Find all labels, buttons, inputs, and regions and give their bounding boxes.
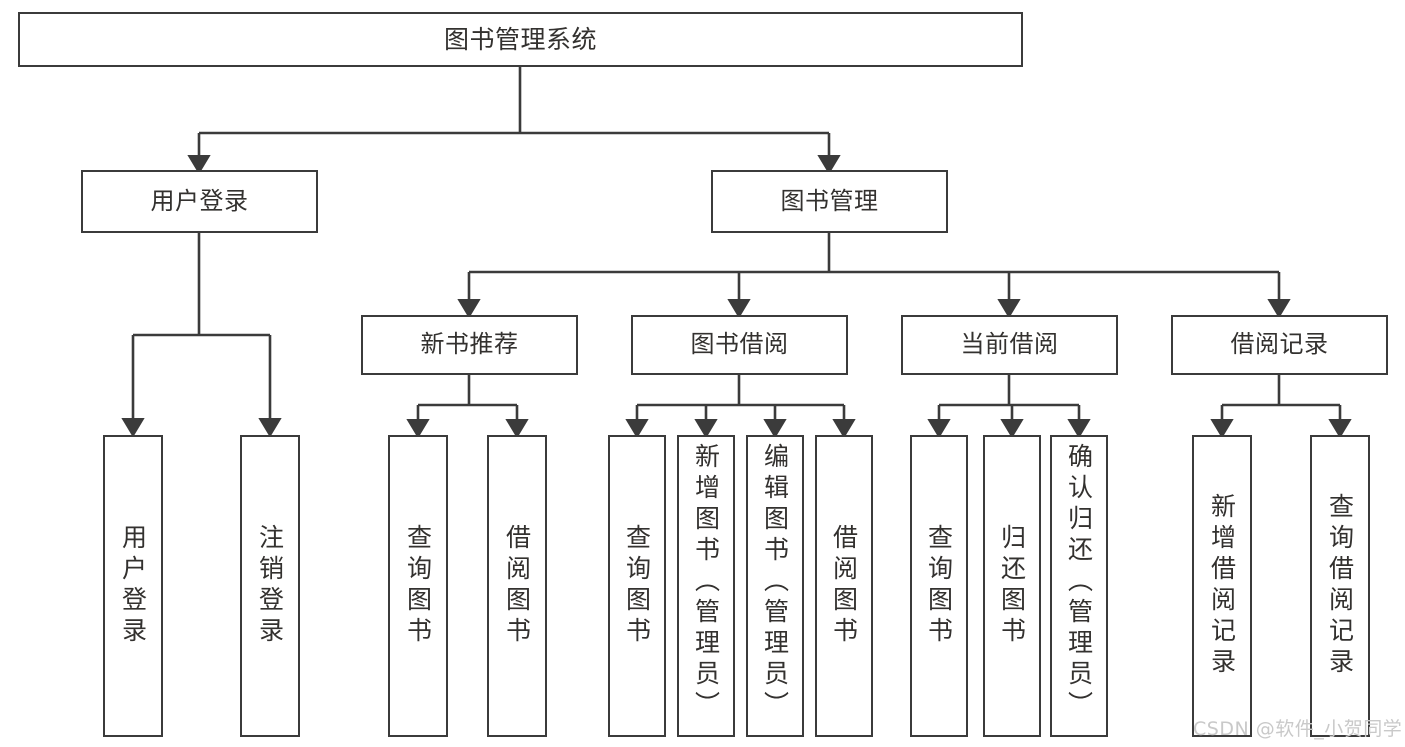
node-root-book-management-system[interactable]: 图书管理系统 [18, 12, 1023, 67]
node-leaf-add-book-admin-label: 新增图书（管理员） [691, 443, 721, 722]
node-leaf-edit-book-admin-label: 编辑图书（管理员） [760, 443, 790, 722]
node-book-borrow-label: 图书借阅 [690, 330, 789, 359]
node-leaf-borrow-book-2-label: 借阅图书 [829, 524, 859, 648]
node-leaf-return-book[interactable]: 归还图书 [983, 435, 1041, 737]
node-user-login[interactable]: 用户登录 [81, 170, 318, 233]
node-leaf-user-login[interactable]: 用户登录 [103, 435, 163, 737]
node-book-borrow[interactable]: 图书借阅 [631, 315, 848, 375]
node-new-book-recommend[interactable]: 新书推荐 [361, 315, 578, 375]
node-leaf-query-book-1-label: 查询图书 [403, 524, 433, 648]
node-leaf-add-borrow-record-label: 新增借阅记录 [1207, 493, 1237, 679]
node-leaf-add-book-admin[interactable]: 新增图书（管理员） [677, 435, 735, 737]
node-leaf-confirm-return-admin[interactable]: 确认归还（管理员） [1050, 435, 1108, 737]
csdn-watermark: CSDN @软件_小贺同学 [1193, 718, 1403, 740]
node-leaf-query-book-1[interactable]: 查询图书 [388, 435, 448, 737]
node-leaf-query-borrow-record[interactable]: 查询借阅记录 [1310, 435, 1370, 737]
node-leaf-user-logout[interactable]: 注销登录 [240, 435, 300, 737]
node-leaf-query-book-2-label: 查询图书 [622, 524, 652, 648]
node-root-label: 图书管理系统 [443, 25, 597, 54]
node-leaf-user-login-label: 用户登录 [118, 524, 148, 648]
node-leaf-user-logout-label: 注销登录 [255, 524, 285, 648]
node-leaf-borrow-book-2[interactable]: 借阅图书 [815, 435, 873, 737]
node-leaf-confirm-return-admin-label: 确认归还（管理员） [1064, 443, 1094, 722]
node-current-borrow[interactable]: 当前借阅 [901, 315, 1118, 375]
node-leaf-query-book-3-label: 查询图书 [924, 524, 954, 648]
node-leaf-borrow-book-1-label: 借阅图书 [502, 524, 532, 648]
node-new-book-recommend-label: 新书推荐 [420, 330, 519, 359]
node-leaf-edit-book-admin[interactable]: 编辑图书（管理员） [746, 435, 804, 737]
node-book-management[interactable]: 图书管理 [711, 170, 948, 233]
node-leaf-query-book-2[interactable]: 查询图书 [608, 435, 666, 737]
node-borrow-record[interactable]: 借阅记录 [1171, 315, 1388, 375]
node-leaf-borrow-book-1[interactable]: 借阅图书 [487, 435, 547, 737]
node-leaf-query-book-3[interactable]: 查询图书 [910, 435, 968, 737]
node-user-login-label: 用户登录 [150, 186, 249, 215]
node-current-borrow-label: 当前借阅 [960, 330, 1059, 359]
node-leaf-add-borrow-record[interactable]: 新增借阅记录 [1192, 435, 1252, 737]
node-leaf-query-borrow-record-label: 查询借阅记录 [1325, 493, 1355, 679]
node-borrow-record-label: 借阅记录 [1230, 330, 1329, 359]
node-leaf-return-book-label: 归还图书 [997, 524, 1027, 648]
node-book-management-label: 图书管理 [780, 186, 879, 215]
